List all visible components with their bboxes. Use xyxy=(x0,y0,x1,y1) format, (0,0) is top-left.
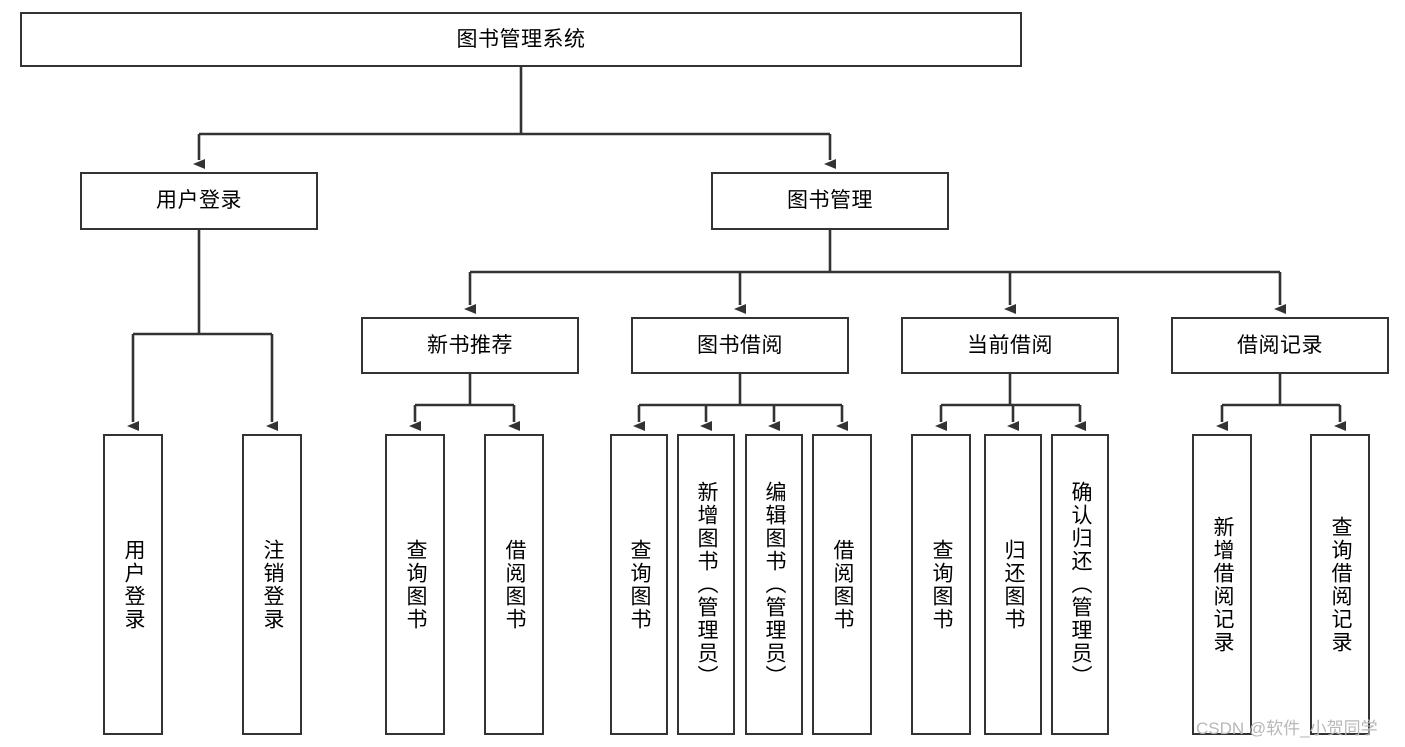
node-label: 新书推荐 xyxy=(427,333,513,357)
node-label: 编辑图书（管理员） xyxy=(763,481,787,688)
node-label: 借阅记录 xyxy=(1237,333,1323,357)
node-leaf-user-login[interactable]: 用户登录 xyxy=(103,434,163,735)
node-borrow-record[interactable]: 借阅记录 xyxy=(1171,317,1389,374)
node-book-manage[interactable]: 图书管理 xyxy=(711,172,949,230)
node-label: 借阅图书 xyxy=(831,538,855,631)
node-label: 查询图书 xyxy=(628,538,652,631)
node-new-book-rec[interactable]: 新书推荐 xyxy=(361,317,579,374)
node-label: 查询图书 xyxy=(930,538,954,631)
node-leaf-q-book-3[interactable]: 查询图书 xyxy=(911,434,971,735)
node-leaf-query-rec[interactable]: 查询借阅记录 xyxy=(1310,434,1370,735)
node-label: 新增借阅记录 xyxy=(1211,515,1235,654)
node-label: 当前借阅 xyxy=(967,333,1053,357)
node-label: 新增图书（管理员） xyxy=(695,481,719,688)
node-book-borrow[interactable]: 图书借阅 xyxy=(631,317,849,374)
node-label: 图书管理系统 xyxy=(456,27,586,51)
node-leaf-return[interactable]: 归还图书 xyxy=(984,434,1042,735)
node-user-login[interactable]: 用户登录 xyxy=(80,172,318,230)
node-label: 用户登录 xyxy=(156,189,242,213)
node-leaf-q-book-1[interactable]: 查询图书 xyxy=(385,434,445,735)
node-label: 图书管理 xyxy=(787,189,873,213)
node-root[interactable]: 图书管理系统 xyxy=(20,12,1022,67)
node-label: 确认归还（管理员） xyxy=(1069,481,1093,688)
node-leaf-add-rec[interactable]: 新增借阅记录 xyxy=(1192,434,1252,735)
node-current-borrow[interactable]: 当前借阅 xyxy=(901,317,1119,374)
node-label: 注销登录 xyxy=(261,538,285,631)
node-leaf-confirm[interactable]: 确认归还（管理员） xyxy=(1051,434,1109,735)
node-leaf-add-book[interactable]: 新增图书（管理员） xyxy=(677,434,735,735)
node-label: 借阅图书 xyxy=(503,538,527,631)
node-label: 查询借阅记录 xyxy=(1329,515,1353,654)
node-leaf-borrow-1[interactable]: 借阅图书 xyxy=(484,434,544,735)
node-label: 查询图书 xyxy=(404,538,428,631)
node-label: 用户登录 xyxy=(122,538,146,631)
node-leaf-q-book-2[interactable]: 查询图书 xyxy=(610,434,668,735)
node-leaf-edit-book[interactable]: 编辑图书（管理员） xyxy=(745,434,803,735)
node-label: 图书借阅 xyxy=(697,333,783,357)
node-leaf-logout[interactable]: 注销登录 xyxy=(242,434,302,735)
csdn-watermark: CSDN @软件_小贺同学 xyxy=(1196,719,1378,738)
node-leaf-borrow-2[interactable]: 借阅图书 xyxy=(812,434,872,735)
node-label: 归还图书 xyxy=(1002,538,1026,631)
